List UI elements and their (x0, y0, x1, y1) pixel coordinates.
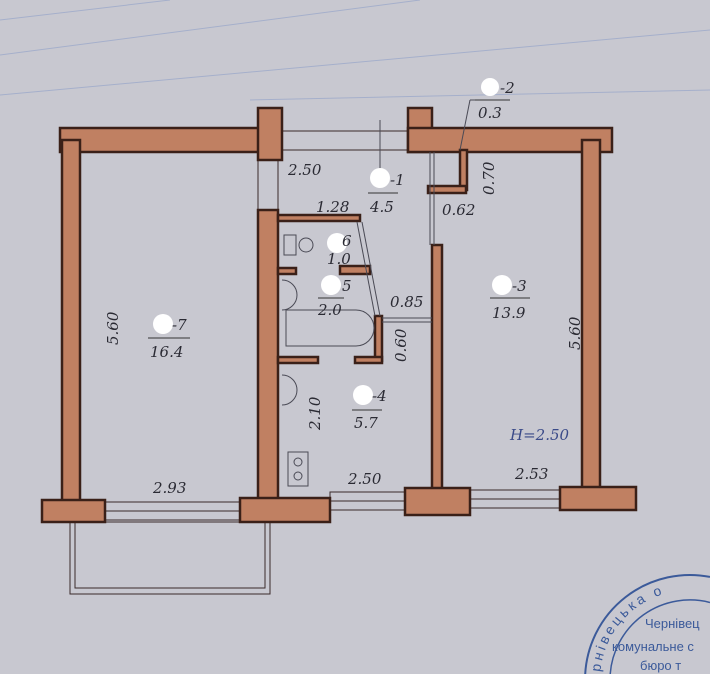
svg-text:0.70: 0.70 (480, 161, 498, 195)
paper-grid (0, 0, 710, 101)
svg-text:0.3: 0.3 (478, 104, 502, 122)
ceiling-height: H=2.50 (509, 426, 570, 444)
svg-text:5: 5 (342, 277, 352, 295)
room-2: -20.3 (475, 78, 515, 122)
room-5: 52.0 (317, 275, 352, 319)
stamp-inner-ring (609, 599, 710, 674)
svg-text:-2: -2 (500, 79, 515, 97)
svg-text:-7: -7 (172, 316, 187, 334)
svg-text:2.0: 2.0 (317, 301, 342, 319)
svg-text:5.7: 5.7 (354, 414, 378, 432)
room-labels: -20.3 -14.5 61.0 52.0 -313.9 -45.7 -716.… (148, 78, 530, 432)
svg-text:Чернівец: Чернівец (645, 616, 700, 631)
svg-text:комунальне с: комунальне с (612, 639, 694, 654)
room-4: -4 5.7 (352, 385, 387, 432)
balcony (69, 521, 271, 595)
svg-text:2.50: 2.50 (347, 470, 382, 488)
svg-text:1.0: 1.0 (327, 250, 351, 268)
room-7: -7 16.4 (148, 314, 190, 361)
svg-text:-1: -1 (390, 171, 405, 189)
svg-text:2.10: 2.10 (306, 396, 324, 431)
walls (40, 106, 638, 524)
svg-text:5.60: 5.60 (566, 316, 584, 350)
svg-text:6: 6 (342, 232, 352, 250)
stamp-outer-ring (584, 574, 710, 674)
svg-text:-4: -4 (372, 387, 387, 405)
svg-text:0.60: 0.60 (392, 328, 410, 362)
svg-text:16.4: 16.4 (150, 343, 183, 361)
svg-text:2.53: 2.53 (514, 465, 548, 483)
svg-text:2.50: 2.50 (287, 161, 322, 179)
stamp: рнівецька о Чернівец комунальне с бюро т (584, 574, 710, 674)
svg-text:4.5: 4.5 (369, 198, 394, 216)
dimensions: 2.50 1.28 0.70 0.62 0.85 0.60 5.60 5.60 … (104, 161, 584, 497)
svg-text:1.28: 1.28 (316, 198, 349, 216)
svg-text:бюро т: бюро т (640, 658, 681, 673)
svg-text:2.93: 2.93 (152, 479, 186, 497)
svg-text:5.60: 5.60 (104, 311, 122, 345)
room-6: 61.0 (327, 232, 352, 268)
svg-text:13.9: 13.9 (492, 304, 526, 322)
svg-text:0.62: 0.62 (442, 201, 475, 219)
svg-text:-3: -3 (512, 277, 527, 295)
svg-text:0.85: 0.85 (390, 293, 423, 311)
room-1: -1 4.5 (368, 168, 405, 216)
room-3: -3 13.9 (490, 275, 530, 322)
